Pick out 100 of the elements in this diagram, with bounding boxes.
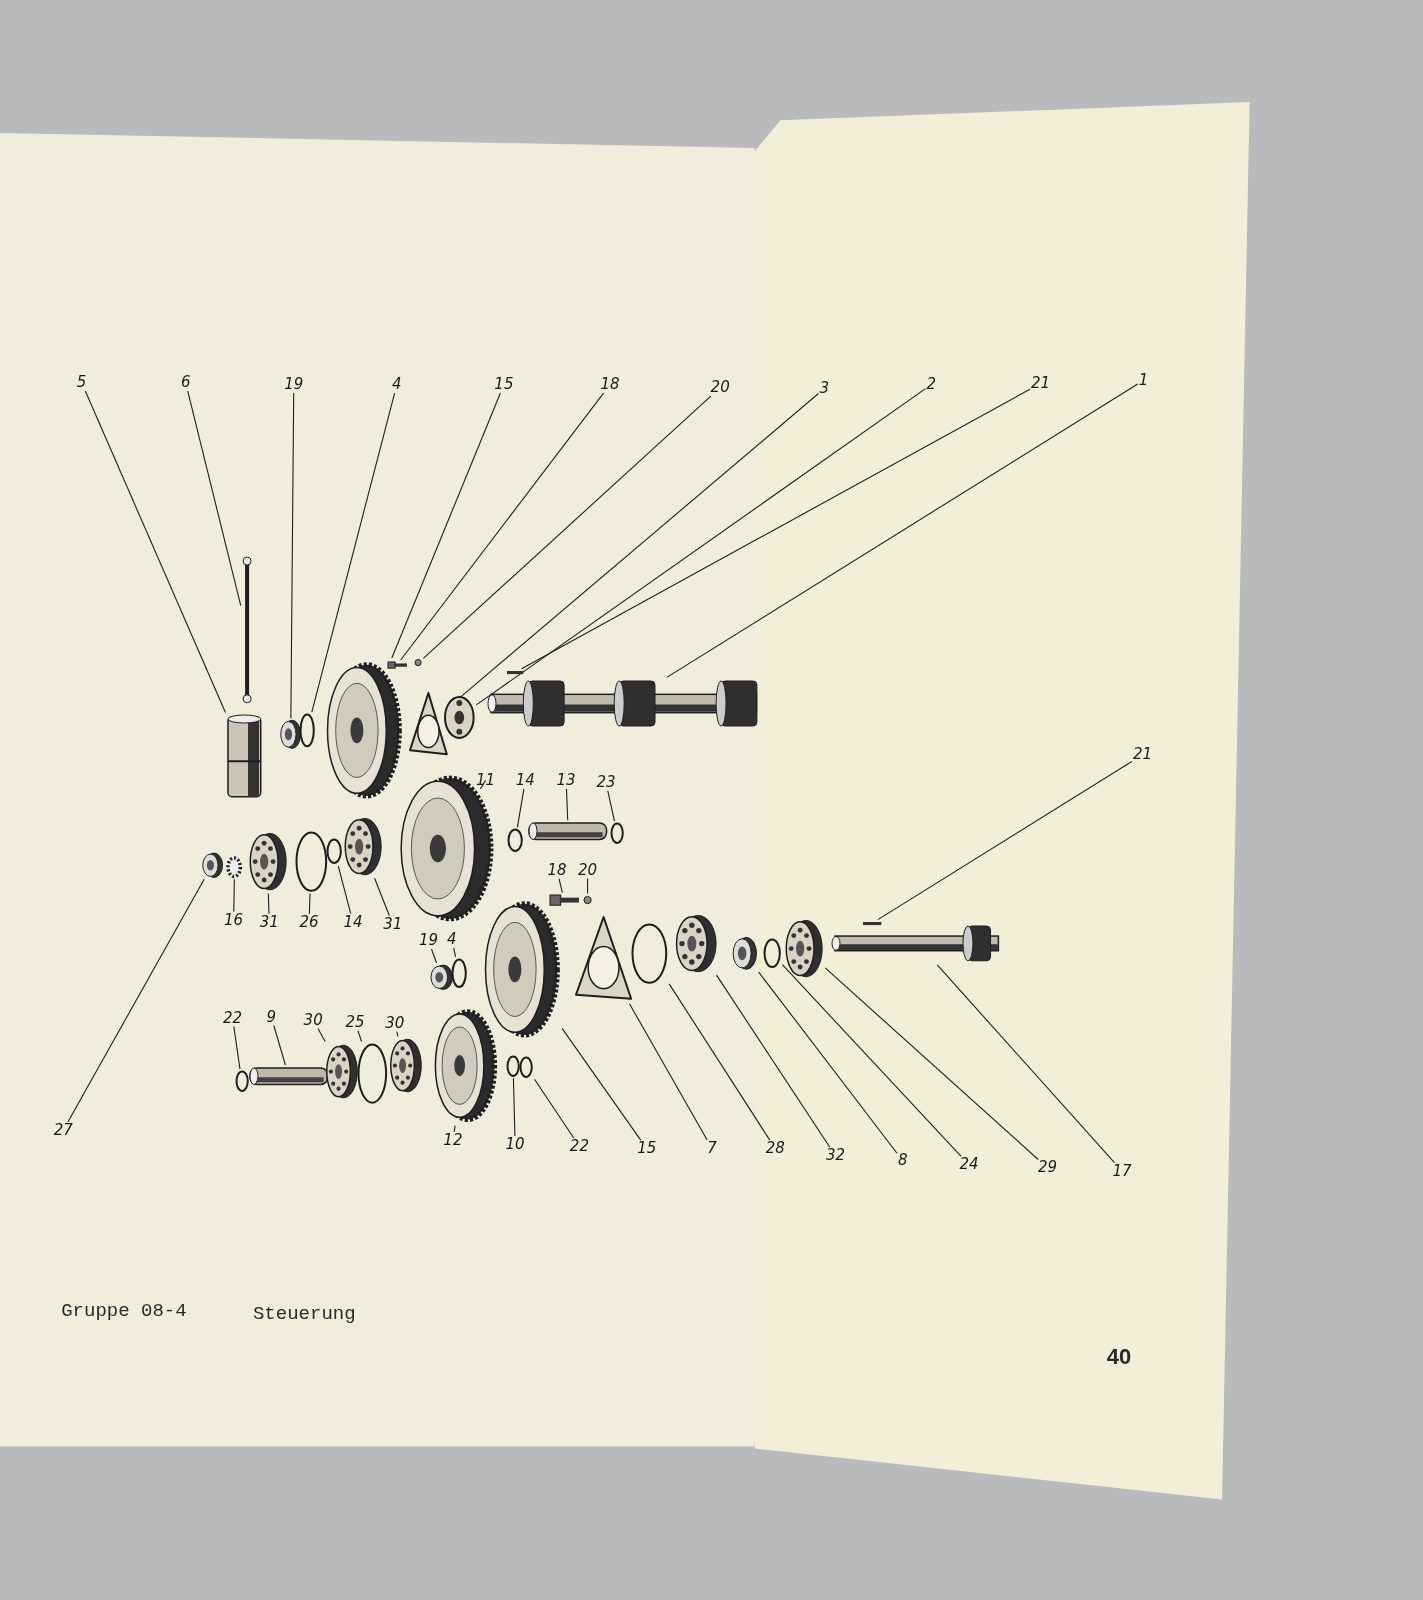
leader-line — [587, 878, 589, 895]
leader-line — [824, 967, 1039, 1161]
callout-number: 10 — [505, 1137, 525, 1152]
leader-line — [666, 383, 1139, 678]
leader-line — [400, 392, 605, 661]
callout-number: 13 — [556, 772, 576, 788]
callout-number: 16 — [224, 912, 244, 928]
leader-line — [84, 390, 226, 714]
leader-line — [565, 788, 569, 821]
leader-line — [715, 974, 831, 1148]
ring-drawing — [357, 1042, 388, 1104]
callout-number: 28 — [765, 1141, 785, 1157]
ring-drawing — [298, 713, 316, 748]
ring-drawing — [506, 828, 524, 853]
bush-drawing — [200, 851, 224, 879]
callout-number: 8 — [898, 1153, 908, 1169]
callout-number: 19 — [284, 377, 304, 393]
leader-line — [453, 947, 457, 958]
leader-line — [628, 1003, 708, 1141]
washer-drawing — [582, 894, 593, 905]
callout-number: 25 — [345, 1014, 365, 1030]
callout-number: 4 — [392, 377, 402, 393]
key-drawing — [861, 920, 883, 926]
ring-drawing — [610, 822, 625, 845]
pin-drawing — [247, 1065, 330, 1087]
leader-line — [781, 964, 962, 1157]
callout-number: 21 — [1030, 376, 1050, 392]
callout-number: 20 — [578, 862, 598, 878]
bearing-drawing — [324, 1042, 360, 1100]
leader-line — [533, 1078, 575, 1139]
plate-drawing — [574, 915, 634, 1003]
ring-drawing — [234, 1070, 249, 1093]
page-number: 40 — [1106, 1344, 1132, 1371]
leader-line — [290, 392, 295, 719]
leader-line — [311, 392, 396, 713]
callout-number: 15 — [637, 1141, 657, 1157]
leader-line — [668, 983, 771, 1141]
leader-line — [233, 878, 235, 913]
callout-number: 19 — [418, 933, 438, 948]
callout-number: 22 — [223, 1010, 243, 1026]
callout-number: 22 — [569, 1139, 589, 1155]
callout-number: 31 — [259, 914, 279, 930]
bearing-drawing — [783, 918, 825, 980]
screw-drawing — [386, 661, 407, 670]
callout-number: 2 — [926, 377, 937, 393]
callout-number: 14 — [343, 914, 363, 930]
callout-number: 18 — [547, 862, 567, 878]
callout-number: 29 — [1038, 1160, 1058, 1176]
leader-line — [877, 760, 1133, 921]
callout-number: 21 — [1132, 747, 1152, 763]
footer-heading: Steuerung — [252, 1302, 356, 1325]
callout-number: 4 — [447, 932, 457, 947]
leader-line — [453, 1125, 456, 1133]
leader-line — [475, 388, 927, 706]
bush-drawing — [731, 936, 758, 972]
key-drawing — [505, 669, 525, 675]
callout-number: 11 — [476, 772, 496, 788]
leader-line — [267, 893, 270, 915]
leader-line — [391, 392, 501, 659]
leader-line — [422, 395, 712, 659]
leader-line — [67, 878, 205, 1123]
leader-line — [357, 1030, 363, 1043]
leader-line — [516, 788, 525, 828]
callout-number: 12 — [443, 1132, 463, 1148]
screw-drawing — [548, 893, 580, 906]
leader-line — [430, 948, 438, 964]
bush-drawing — [429, 963, 454, 991]
bearing-drawing — [341, 816, 383, 878]
hub-drawing — [442, 694, 476, 740]
pin-drawing — [527, 821, 609, 842]
bearing-drawing — [387, 1037, 423, 1095]
callout-number: 9 — [266, 1009, 277, 1025]
leader-line — [317, 1028, 326, 1043]
callout-number: 15 — [494, 377, 514, 393]
callout-number: 30 — [385, 1015, 405, 1031]
ring-drawing — [505, 1054, 521, 1078]
leader-line — [521, 388, 1031, 670]
ring-drawing — [294, 831, 328, 893]
callout-number: 7 — [707, 1141, 717, 1157]
leader-line — [308, 893, 311, 915]
callout-number: 30 — [303, 1012, 323, 1028]
lockwasher-drawing — [226, 855, 243, 879]
ring-drawing — [326, 838, 343, 865]
callout-number: 20 — [710, 380, 730, 396]
leader-line — [374, 877, 390, 917]
bearing-drawing — [246, 831, 288, 893]
leader-line — [558, 878, 563, 894]
ring-drawing — [763, 938, 782, 970]
leader-line — [607, 790, 615, 822]
rod-drawing — [241, 556, 252, 705]
leader-line — [512, 1077, 516, 1137]
callout-number: 18 — [600, 377, 620, 393]
bush-drawing — [279, 719, 302, 750]
leader-line — [233, 1026, 241, 1070]
leader-line — [187, 390, 242, 607]
callout-number: 6 — [180, 375, 191, 390]
callout-number: 23 — [596, 774, 616, 790]
leader-line — [758, 971, 898, 1154]
leader-line — [479, 779, 487, 790]
callout-number: 24 — [959, 1157, 979, 1173]
